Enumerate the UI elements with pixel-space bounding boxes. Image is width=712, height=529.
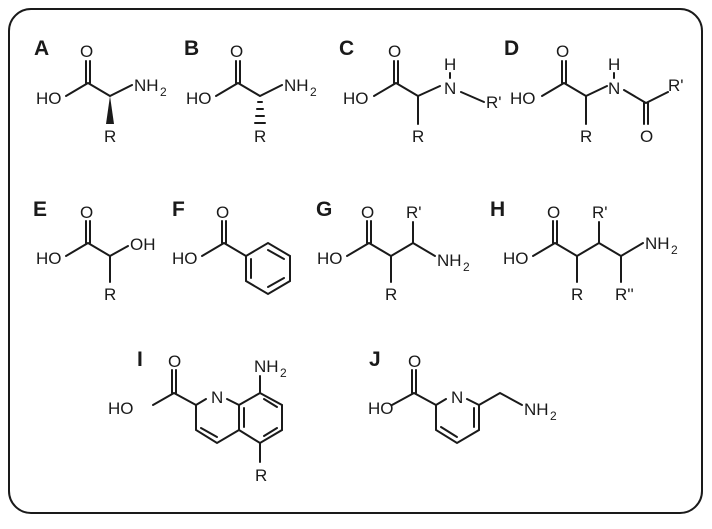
atom-r: R xyxy=(571,285,583,304)
atom-ho: HO xyxy=(36,249,62,268)
atom-r: R xyxy=(254,127,266,146)
atom-ho: HO xyxy=(503,249,529,268)
structure-j: J N O HO NH 2 xyxy=(368,348,557,445)
label-f: F xyxy=(172,198,185,221)
label-i: I xyxy=(137,348,143,371)
atom-o: O xyxy=(361,203,374,222)
atom-r-prime: R' xyxy=(668,76,684,95)
atom-o: O xyxy=(547,203,560,222)
atom-ho: HO xyxy=(368,399,394,418)
atom-o: O xyxy=(388,42,401,61)
label-a: A xyxy=(34,37,49,60)
atom-r-prime: R' xyxy=(592,203,608,222)
atom-r-prime: R' xyxy=(406,203,422,222)
label-c: C xyxy=(339,37,354,60)
label-e: E xyxy=(33,198,47,221)
atom-ho: HO xyxy=(186,89,212,108)
atom-n: N xyxy=(608,79,620,98)
structure-b: B O HO NH 2 R xyxy=(184,37,317,146)
atom-nh: NH xyxy=(254,357,279,376)
atom-sub: 2 xyxy=(160,85,167,99)
label-j: J xyxy=(369,348,381,371)
atom-r: R xyxy=(255,466,267,485)
atom-o: O xyxy=(556,42,569,61)
atom-sub: 2 xyxy=(310,85,317,99)
structure-e: E O HO OH R xyxy=(33,198,156,304)
structure-g: G O HO R' NH 2 R xyxy=(316,198,470,304)
structure-a: A O HO NH 2 R xyxy=(34,37,167,146)
atom-ho: HO xyxy=(36,89,62,108)
atom-r: R xyxy=(580,127,592,146)
atom-ho: HO xyxy=(343,89,369,108)
atom-sub: 2 xyxy=(550,409,557,423)
atom-oh: OH xyxy=(130,235,156,254)
atom-n: N xyxy=(451,388,463,407)
structure-d: D O HO H N R' R O xyxy=(504,37,684,146)
atom-nh: NH xyxy=(437,251,462,270)
atom-sub: 2 xyxy=(463,260,470,274)
structure-i: I N O HO NH 2 R xyxy=(108,348,287,485)
atom-o: O xyxy=(408,352,421,371)
atom-o: O xyxy=(168,352,181,371)
structure-h: H O HO R' NH 2 R R'' xyxy=(490,198,678,304)
atom-nh: NH xyxy=(134,76,159,95)
atom-r-double-prime: R'' xyxy=(615,285,634,304)
atom-r-prime: R' xyxy=(486,93,502,112)
atom-o: O xyxy=(640,127,653,146)
atom-o: O xyxy=(80,42,93,61)
structure-f: F O HO xyxy=(172,198,291,296)
structure-c: C O HO H N R' R xyxy=(339,37,502,146)
atom-ho: HO xyxy=(172,249,198,268)
benzene-ring xyxy=(245,241,291,296)
atom-sub: 2 xyxy=(671,243,678,257)
label-d: D xyxy=(504,37,519,60)
wedge-bond xyxy=(106,96,114,124)
atom-o: O xyxy=(216,203,229,222)
atom-r: R xyxy=(385,285,397,304)
atom-nh: NH xyxy=(524,400,549,419)
atom-o: O xyxy=(80,203,93,222)
atom-n: N xyxy=(211,388,223,407)
atom-o: O xyxy=(230,42,243,61)
label-h: H xyxy=(490,198,505,221)
hash-bond xyxy=(254,101,266,124)
atom-sub: 2 xyxy=(280,366,287,380)
rounded-frame xyxy=(8,8,703,514)
atom-r: R xyxy=(104,285,116,304)
atom-r: R xyxy=(104,127,116,146)
label-g: G xyxy=(316,198,332,221)
atom-ho: HO xyxy=(510,89,536,108)
label-b: B xyxy=(184,37,199,60)
atom-r: R xyxy=(412,127,424,146)
atom-ho: HO xyxy=(108,399,134,418)
atom-nh: NH xyxy=(645,234,670,253)
atom-nh: NH xyxy=(284,76,309,95)
atom-ho: HO xyxy=(317,249,343,268)
atom-h: H xyxy=(608,55,620,74)
atom-h: H xyxy=(444,55,456,74)
atom-n: N xyxy=(444,79,456,98)
